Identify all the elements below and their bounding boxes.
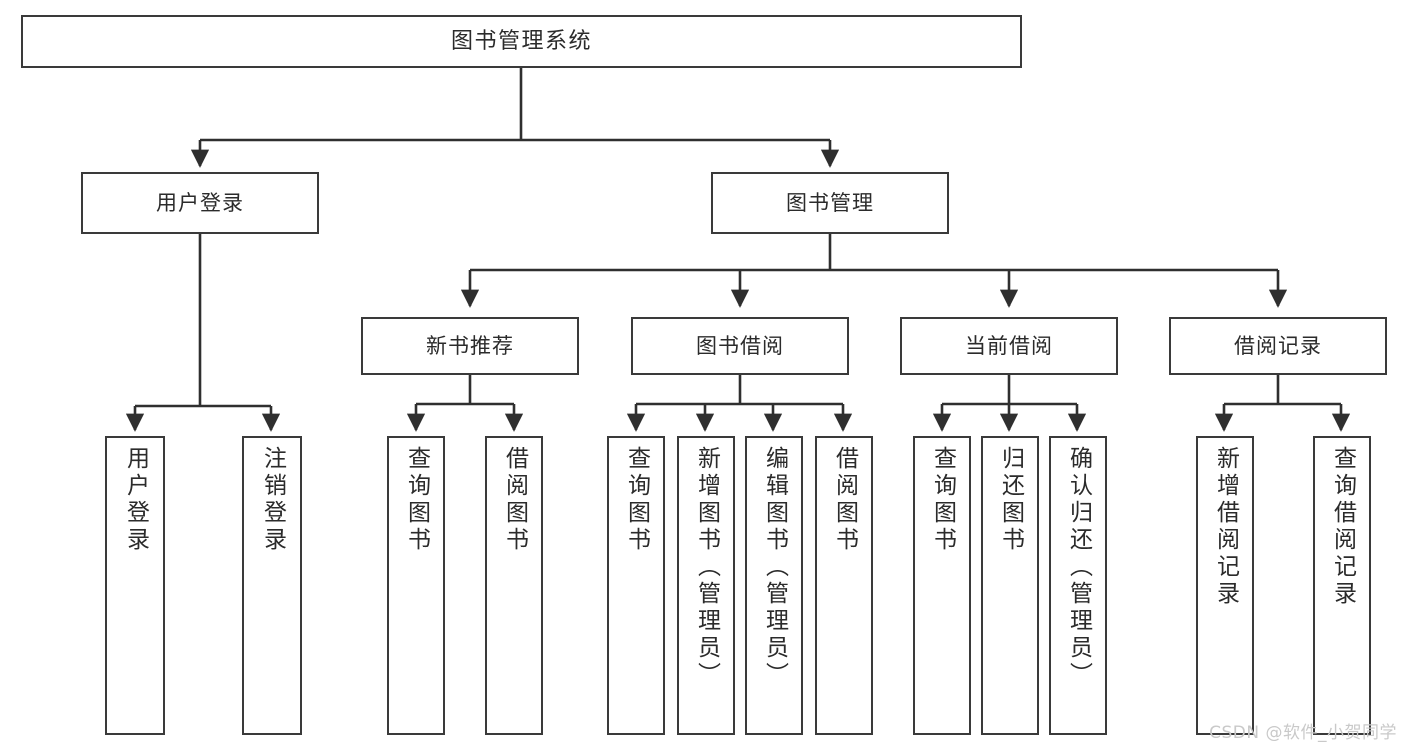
leaf-user-login-label: 用户登录 bbox=[122, 446, 149, 554]
leaf-current-query-book[interactable]: 查询图书 bbox=[913, 436, 971, 735]
leaf-borrow-borrow-book[interactable]: 借阅图书 bbox=[815, 436, 873, 735]
leaf-records-add-record-label: 新增借阅记录 bbox=[1212, 446, 1239, 608]
leaf-logout-label: 注销登录 bbox=[259, 446, 286, 554]
leaf-logout[interactable]: 注销登录 bbox=[242, 436, 302, 735]
node-new-book-recommend[interactable]: 新书推荐 bbox=[361, 317, 579, 375]
node-borrow-records-label: 借阅记录 bbox=[1234, 333, 1322, 358]
leaf-newbook-query-book-label: 查询图书 bbox=[403, 446, 430, 554]
leaf-newbook-borrow-book[interactable]: 借阅图书 bbox=[485, 436, 543, 735]
leaf-records-query-record-label: 查询借阅记录 bbox=[1329, 446, 1356, 608]
leaf-current-confirm-return[interactable]: 确认归还（管理员） bbox=[1049, 436, 1107, 735]
leaf-records-add-record[interactable]: 新增借阅记录 bbox=[1196, 436, 1254, 735]
leaf-borrow-edit-book[interactable]: 编辑图书（管理员） bbox=[745, 436, 803, 735]
node-new-book-recommend-label: 新书推荐 bbox=[426, 333, 514, 358]
node-user-login-label: 用户登录 bbox=[156, 190, 244, 215]
node-book-borrow[interactable]: 图书借阅 bbox=[631, 317, 849, 375]
node-user-login[interactable]: 用户登录 bbox=[81, 172, 319, 234]
watermark: CSDN @软件_小贺同学 bbox=[1209, 723, 1397, 743]
leaf-borrow-add-book[interactable]: 新增图书（管理员） bbox=[677, 436, 735, 735]
node-book-borrow-label: 图书借阅 bbox=[696, 333, 784, 358]
leaf-current-query-book-label: 查询图书 bbox=[929, 446, 956, 554]
leaf-borrow-query-book[interactable]: 查询图书 bbox=[607, 436, 665, 735]
leaf-current-confirm-return-label: 确认归还（管理员） bbox=[1065, 446, 1092, 689]
node-borrow-records[interactable]: 借阅记录 bbox=[1169, 317, 1387, 375]
node-book-management-label: 图书管理 bbox=[786, 190, 874, 215]
leaf-records-query-record[interactable]: 查询借阅记录 bbox=[1313, 436, 1371, 735]
leaf-current-return-book[interactable]: 归还图书 bbox=[981, 436, 1039, 735]
leaf-borrow-edit-book-label: 编辑图书（管理员） bbox=[761, 446, 788, 689]
leaf-borrow-query-book-label: 查询图书 bbox=[623, 446, 650, 554]
leaf-borrow-add-book-label: 新增图书（管理员） bbox=[693, 446, 720, 689]
node-current-borrow-label: 当前借阅 bbox=[965, 333, 1053, 358]
node-root-label: 图书管理系统 bbox=[450, 28, 592, 54]
leaf-user-login[interactable]: 用户登录 bbox=[105, 436, 165, 735]
node-current-borrow[interactable]: 当前借阅 bbox=[900, 317, 1118, 375]
leaf-newbook-query-book[interactable]: 查询图书 bbox=[387, 436, 445, 735]
leaf-current-return-book-label: 归还图书 bbox=[997, 446, 1024, 554]
node-root[interactable]: 图书管理系统 bbox=[21, 15, 1022, 68]
leaf-newbook-borrow-book-label: 借阅图书 bbox=[501, 446, 528, 554]
leaf-borrow-borrow-book-label: 借阅图书 bbox=[831, 446, 858, 554]
node-book-management[interactable]: 图书管理 bbox=[711, 172, 949, 234]
